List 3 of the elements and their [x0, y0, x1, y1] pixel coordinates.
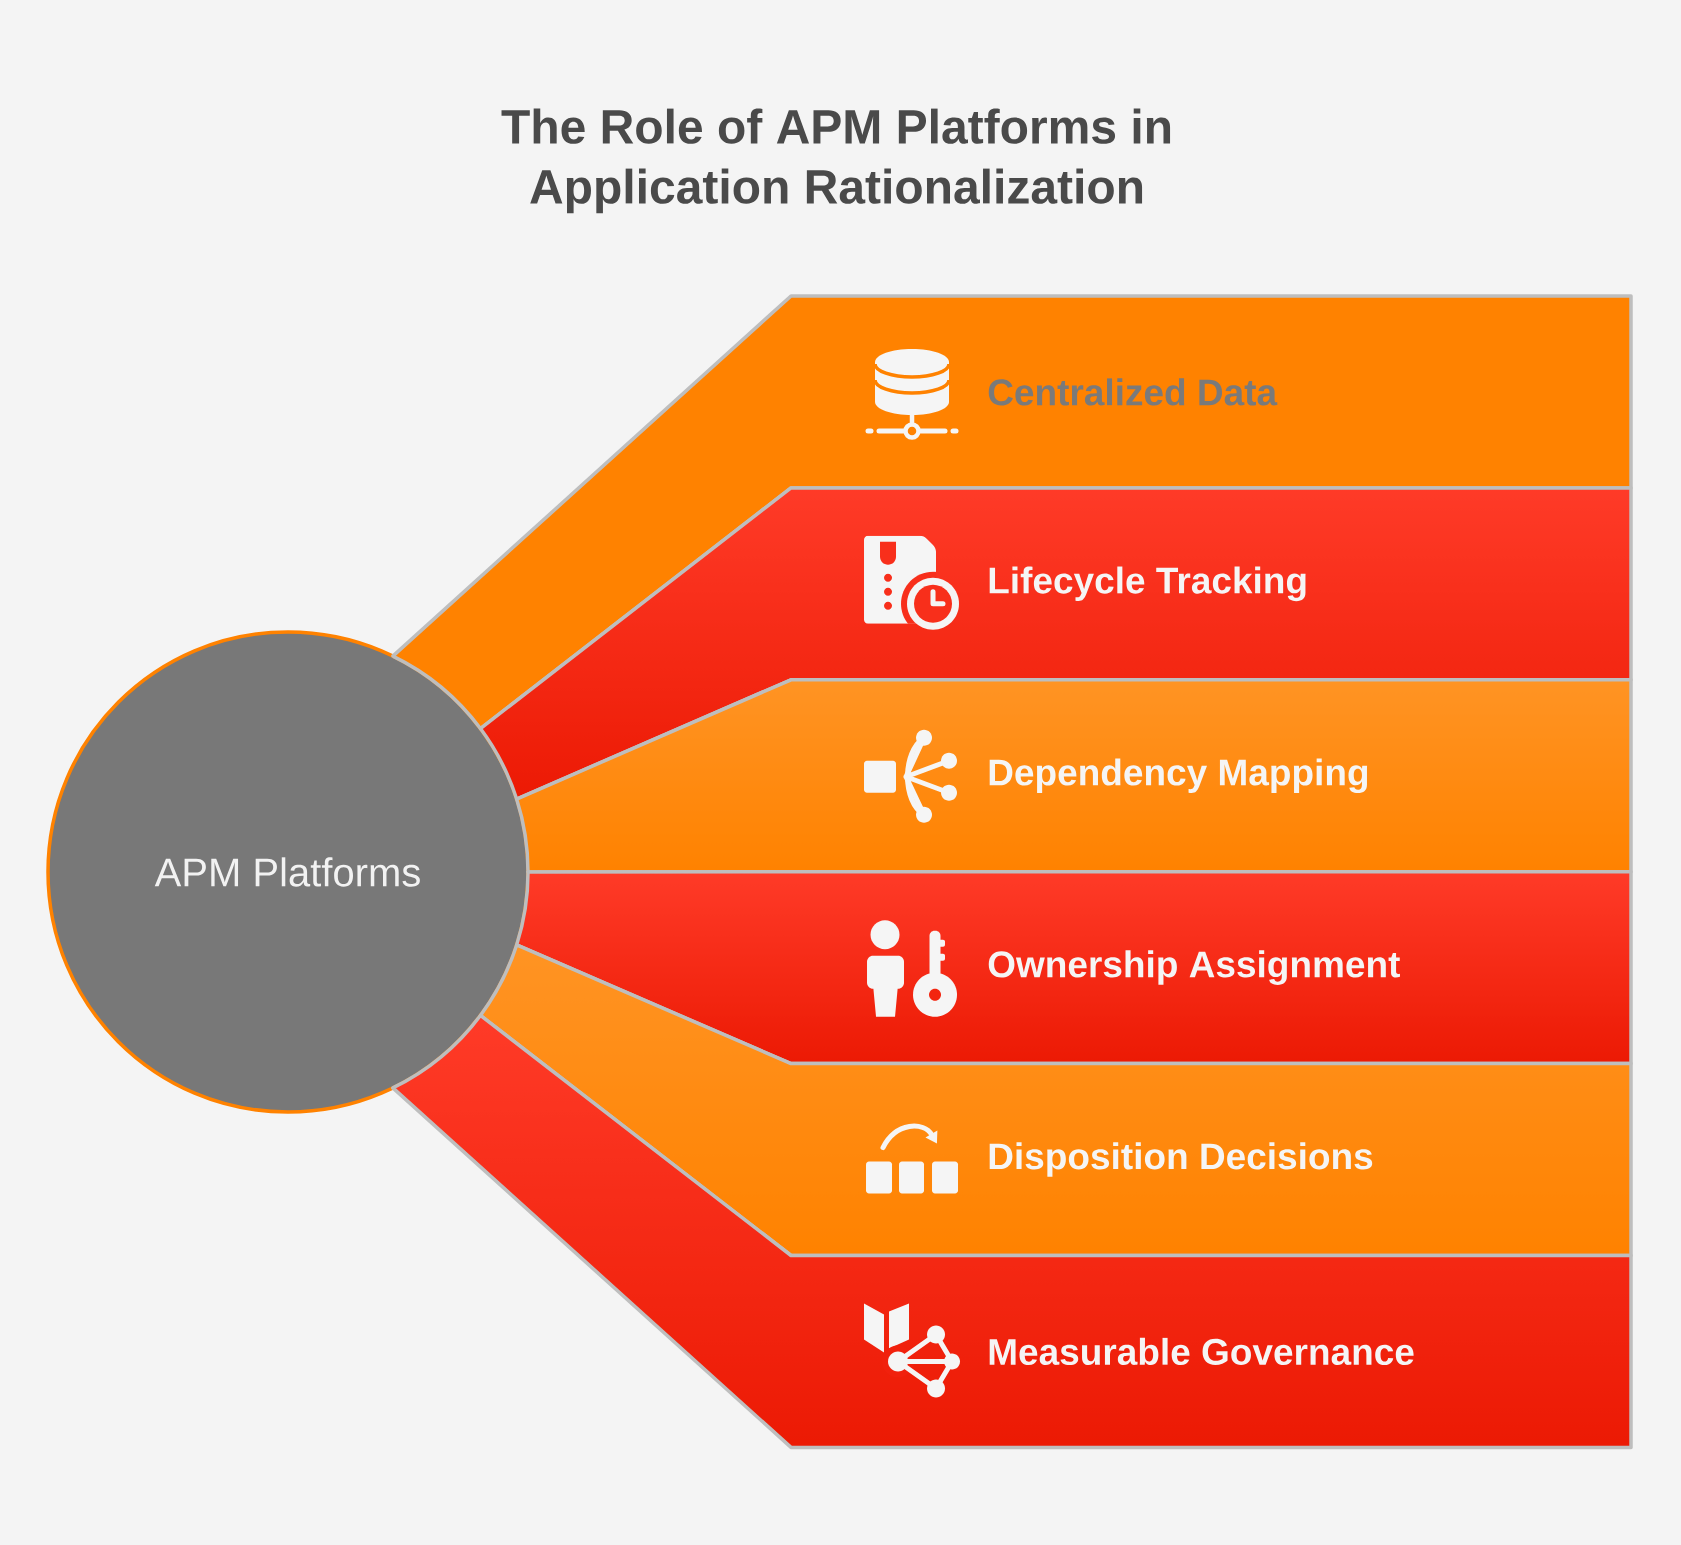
- title: The Role of APM Platforms in Application Rationalization: [501, 108, 1171, 214]
- fan-segment: Dependency Mapping: [514, 678, 1633, 874]
- fan-segment: Ownership Assignment: [514, 869, 1633, 1066]
